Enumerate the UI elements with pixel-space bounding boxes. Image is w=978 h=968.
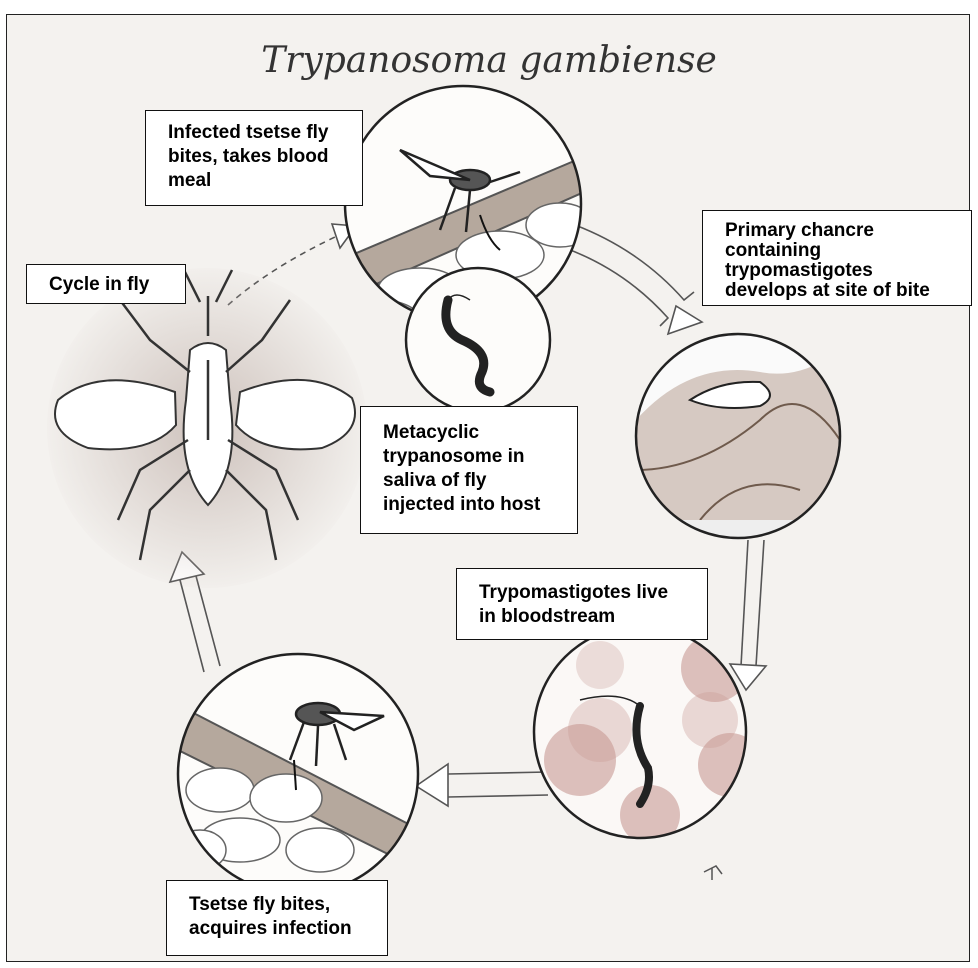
artist-mark — [704, 866, 722, 880]
arrow-blood-to-bite — [448, 772, 548, 774]
acquire-bite-scene — [174, 654, 420, 894]
arrow-top-to-chancre — [575, 225, 694, 300]
blood-cells-icon — [534, 626, 762, 845]
label-primary-chancre: Primary chancre containing trypomastigot… — [702, 210, 972, 306]
label-bloodstream: Trypomastigotes live in bloodstream — [456, 568, 708, 640]
label-metacyclic-trypanosome: Metacyclic trypanosome in saliva of fly … — [360, 406, 578, 534]
label-cycle-in-fly: Cycle in fly — [26, 264, 186, 304]
label-acquires-infection: Tsetse fly bites, acquires infection — [166, 880, 388, 956]
arrowhead-bite — [416, 764, 448, 806]
arrow-chancre-to-blood — [756, 540, 764, 666]
chancre-icon — [636, 334, 840, 550]
arrowhead-chancre — [668, 306, 702, 334]
trypanosome-icon — [406, 268, 550, 412]
label-infected-fly-bites: Infected tsetse fly bites, takes blood m… — [145, 110, 363, 206]
tsetse-fly-icon — [47, 268, 367, 588]
